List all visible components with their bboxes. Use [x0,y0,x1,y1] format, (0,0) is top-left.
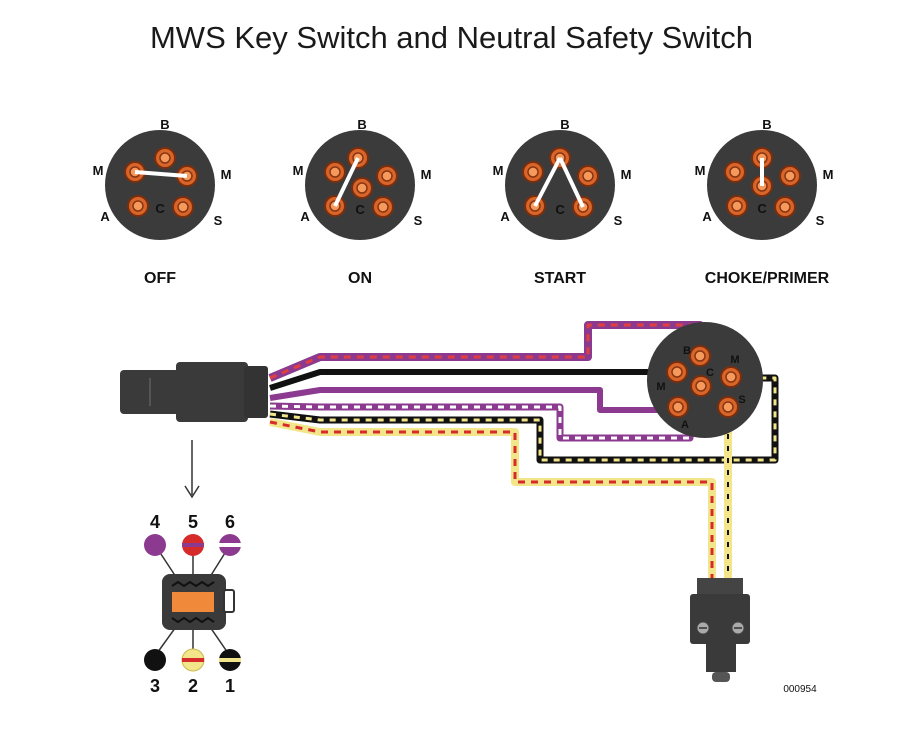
label-c: C [155,201,165,216]
terminal-m-left [324,161,346,183]
jumper-line-a [533,157,562,207]
wire-purple [269,387,660,413]
label-s: S [614,213,623,228]
terminal-b [689,345,711,367]
terminal-s [172,196,194,218]
label-c: C [555,202,565,217]
label-b: B [560,117,569,132]
key-switch-on: C B M M A S ON [293,117,432,287]
label-s: S [738,394,745,406]
terminal-a [726,195,748,217]
terminal-c [690,375,712,397]
label-m-left: M [493,163,504,178]
terminal-a [667,396,689,418]
diagram-title: MWS Key Switch and Neutral Safety Switch [149,20,753,55]
label-a: A [500,209,510,224]
jumper-line [333,157,360,207]
wire-yellow-red [269,418,716,585]
label-m-right: M [823,167,834,182]
label-b: B [160,117,169,132]
label-a: A [100,209,110,224]
label-m-right: M [221,167,232,182]
terminal-b [154,147,176,169]
pin-label-5: 5 [188,512,198,532]
label-b: B [683,345,691,357]
neutral-safety-switch [690,578,750,682]
key-switch-wired: B M M C A S [647,322,763,438]
label-m-left: M [695,163,706,178]
terminal-s [717,396,739,418]
terminal-m-left [666,361,688,383]
terminal-s [774,196,796,218]
label-s: S [414,213,423,228]
terminal-m-right [376,165,398,187]
label-m-right: M [730,354,739,366]
label-b: B [357,117,366,132]
harness-connector [120,362,268,422]
label-c: C [706,367,714,379]
terminal-m-right [577,165,599,187]
label-m-right: M [621,167,632,182]
terminal-s [372,196,394,218]
position-label-on: ON [348,270,372,287]
pin-label-1: 1 [225,676,235,696]
connector-pinout: 4 5 6 3 2 1 [144,512,241,696]
pin-label-3: 3 [150,676,160,696]
terminal-c [351,177,373,199]
label-a: A [300,209,310,224]
wire-harness [268,321,779,585]
label-c: C [757,201,767,216]
jumper-line-s [558,157,585,208]
label-m-left: M [293,163,304,178]
label-a: A [681,419,689,431]
terminal-m-right [779,165,801,187]
jumper-line [134,170,188,178]
key-switch-off: C B M M A S OFF [93,117,232,287]
position-label-start: START [534,270,586,287]
label-s: S [214,213,223,228]
label-s: S [816,213,825,228]
label-m-right: M [421,167,432,182]
label-a: A [702,209,712,224]
label-m-left: M [93,163,104,178]
label-c: C [355,202,365,217]
arrow-down-icon [184,440,200,499]
key-switch-start: C B M M A S START [493,117,632,287]
wire-black [269,369,695,391]
pin-4-purple [144,534,166,556]
key-switch-choke-primer: C B M M A S CHOKE/PRIMER [695,117,834,287]
terminal-m-left [522,161,544,183]
pin-label-4: 4 [150,512,160,532]
terminal-m-left [724,161,746,183]
position-label-off: OFF [144,270,176,287]
terminal-a [127,195,149,217]
pin-3-black [144,649,166,671]
pin-label-2: 2 [188,676,198,696]
label-b: B [762,117,771,132]
pin-label-6: 6 [225,512,235,532]
connector-orange-seal [172,592,214,612]
position-label-choke-primer: CHOKE/PRIMER [705,270,830,287]
terminal-m-right [720,366,742,388]
figure-code: 000954 [783,684,817,695]
label-m-left: M [656,381,665,393]
